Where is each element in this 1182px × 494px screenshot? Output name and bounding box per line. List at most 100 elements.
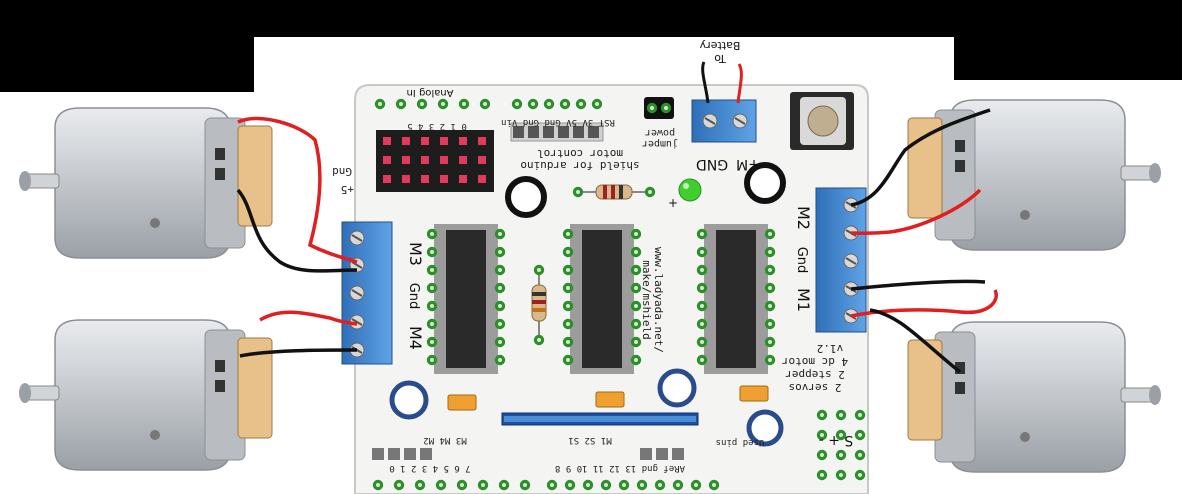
chip-pad (562, 264, 574, 276)
ic-chip-icon (696, 224, 776, 374)
digital-pad (654, 479, 666, 491)
chip-pad (426, 228, 438, 240)
chip-pad (562, 228, 574, 240)
pin-map-right: M1 S2 S1 (568, 435, 611, 445)
digital-pad (582, 479, 594, 491)
chip-pad (696, 264, 708, 276)
power-pad (527, 98, 539, 110)
digital-header-pin (404, 448, 416, 460)
chip-pad (696, 246, 708, 258)
bottom-header-strip (501, 412, 699, 426)
chip-pad (764, 228, 776, 240)
chip-pad (426, 246, 438, 258)
wire-m4-red (259, 310, 358, 326)
url-line-2: make/mshield (640, 260, 653, 339)
digital-pad (477, 479, 489, 491)
analog-pad (458, 98, 470, 110)
chip-pad (630, 318, 642, 330)
brand-line-1: motor control (537, 147, 623, 160)
spec-line-2: 2 stepper (785, 368, 845, 381)
capacitors (447, 385, 769, 411)
analog-pad (437, 98, 449, 110)
servo-pad (854, 429, 866, 441)
dc-motor-icon (907, 321, 1162, 473)
header-socket (383, 175, 391, 183)
dc-motor-icon (907, 99, 1162, 251)
servo-pad (854, 449, 866, 461)
ic-chips (426, 224, 776, 374)
digital-header-pin (372, 448, 384, 460)
header-socket (402, 175, 410, 183)
header-socket (478, 137, 486, 145)
power-pad (591, 98, 603, 110)
chip-pad (562, 300, 574, 312)
resistor-icon (531, 264, 547, 346)
header-socket (478, 156, 486, 164)
analog-number-labels: 0 1 2 3 4 5 (407, 121, 467, 131)
chip-pad (696, 336, 708, 348)
chip-pad (764, 264, 776, 276)
bottom-digital-pads (372, 448, 720, 491)
chip-pad (562, 336, 574, 348)
digital-pad (456, 479, 468, 491)
gnd-terminal-label: GND (696, 156, 728, 172)
analog-pad (395, 98, 407, 110)
chip-pad (426, 318, 438, 330)
chip-pad (630, 264, 642, 276)
to-label: To (714, 52, 727, 65)
push-button-icon[interactable] (790, 92, 854, 150)
power-pad (543, 98, 555, 110)
gnd-label-small: Gnd (332, 165, 352, 178)
chip-pad (426, 336, 438, 348)
chip-pad (696, 354, 708, 366)
wire-m3-black (236, 188, 358, 273)
chip-pad (764, 300, 776, 312)
power-socket (588, 126, 599, 138)
digital-pad (672, 479, 684, 491)
digital-nums-left: 7 6 5 4 3 2 1 0 (389, 463, 470, 473)
chip-body (716, 230, 756, 368)
wire-m2-black (850, 108, 991, 207)
header-socket (421, 156, 429, 164)
wire-m3-red (237, 116, 358, 264)
digital-pad (546, 479, 558, 491)
power-jumper-label-2: jumper (642, 138, 678, 149)
power-screw-terminal (691, 99, 757, 143)
chip-pad (630, 354, 642, 366)
digital-pad (564, 479, 576, 491)
chip-pad (562, 354, 574, 366)
top-black-bar-left (0, 0, 254, 92)
ic-chip-icon (426, 224, 506, 374)
digital-pad (636, 479, 648, 491)
chip-pad (426, 300, 438, 312)
m1-label: M1 (794, 288, 813, 312)
chip-pad (630, 300, 642, 312)
spec-line-1: 4 dc motor (782, 355, 849, 368)
top-black-bar-right (954, 0, 1182, 80)
resistor-icon (572, 184, 656, 200)
chip-pad (696, 228, 708, 240)
chip-pad (562, 246, 574, 258)
digital-header-pin (420, 448, 432, 460)
m2-label: M2 (794, 206, 813, 230)
chip-pad (696, 300, 708, 312)
used-pins-label: Used pins (716, 437, 765, 447)
digital-pad (690, 479, 702, 491)
power-pad (575, 98, 587, 110)
header-socket (402, 137, 410, 145)
power-socket (573, 126, 584, 138)
chip-pad (764, 354, 776, 366)
plus5-label: +5 (341, 183, 354, 196)
power-socket (513, 126, 524, 138)
servo-pad (816, 449, 828, 461)
battery-red-wire (736, 63, 743, 104)
chip-pad (494, 282, 506, 294)
version-label: v1.2 (817, 342, 844, 355)
digital-pad (708, 479, 720, 491)
power-jumper[interactable] (644, 97, 674, 119)
chip-pad (494, 246, 506, 258)
digital-header-pin (640, 448, 652, 460)
power-socket (543, 126, 554, 138)
digital-pad (519, 479, 531, 491)
m3-label: M3 (406, 242, 425, 266)
